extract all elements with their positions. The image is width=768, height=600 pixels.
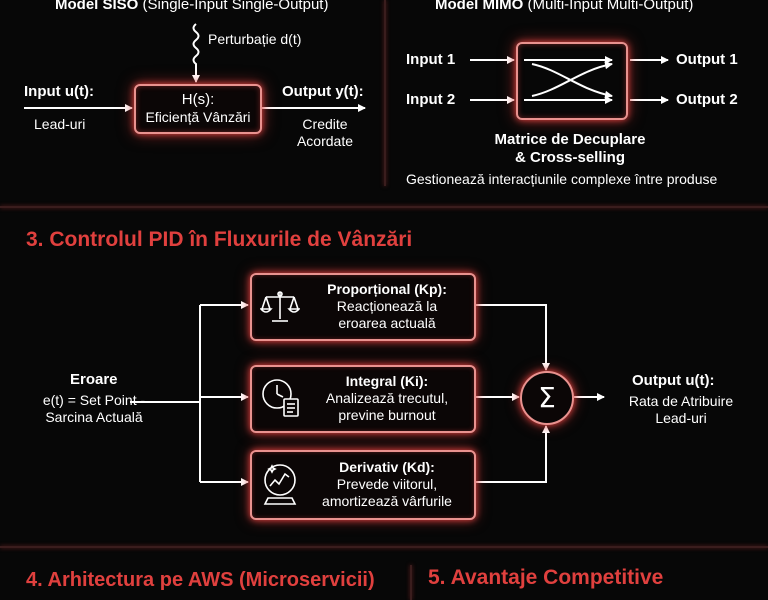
- aws-section-title: 4. Arhitectura pe AWS (Microservicii): [26, 569, 375, 591]
- crystal-ball-icon: [263, 464, 297, 505]
- section-divider-horizontal-2: [0, 546, 768, 548]
- pid-d-desc: Prevede viitorul, amortizează vârfurile: [304, 476, 470, 510]
- siso-title-line: Model SISO (Single-Input Single-Output): [55, 0, 328, 14]
- pid-summation-node: Σ: [520, 371, 574, 425]
- siso-disturbance-label: Perturbație d(t): [208, 31, 302, 47]
- p-to-sum-arrow: [476, 304, 550, 371]
- pid-p-desc-line1: Reacționează la: [336, 298, 438, 314]
- disturbance-squiggle: [192, 23, 200, 83]
- pid-output-desc-line1: Rata de Atribuire: [628, 393, 734, 409]
- siso-title: Model SISO: [55, 0, 139, 13]
- mimo-matrix-desc: Gestionează interacțiunile complexe într…: [406, 171, 718, 187]
- d-to-sum-arrow: [476, 425, 550, 483]
- pid-error-label: Eroare: [70, 371, 118, 388]
- siso-subtitle: (Single-Input Single-Output): [142, 0, 329, 13]
- section-divider-vertical-top: [384, 0, 386, 186]
- clock-document-icon: [262, 379, 299, 417]
- siso-block-title: H(s):: [181, 91, 215, 108]
- advantages-section-title: 5. Avantaje Competitive: [428, 566, 664, 589]
- section-divider-vertical-bottom: [410, 565, 412, 600]
- mimo-subtitle: (Multi-Input Multi-Output): [527, 0, 694, 13]
- section-divider-horizontal-1: [0, 206, 768, 208]
- pid-i-desc-line1: Analizează trecutul,: [325, 390, 449, 406]
- siso-output-label: Output y(t):: [282, 83, 364, 100]
- mimo-matrix-block: [516, 42, 628, 120]
- siso-input-label: Input u(t):: [24, 83, 94, 100]
- mimo-input2-label: Input 2: [406, 91, 456, 108]
- pid-i-title: Integral (Ki):: [345, 373, 429, 389]
- sum-symbol: Σ: [538, 381, 556, 414]
- mimo-output1-label: Output 1: [676, 51, 738, 68]
- pid-proportional-block: Proporțional (Kp): Reacționează la eroar…: [250, 273, 476, 341]
- pid-error-desc-line2: Sarcina Actuală: [45, 409, 143, 425]
- mimo-output2-label: Output 2: [676, 91, 738, 108]
- pid-output-label: Output u(t):: [632, 372, 715, 389]
- pid-d-desc-line2: amortizează vârfurile: [322, 493, 452, 509]
- pid-section-title: 3. Controlul PID în Fluxurile de Vânzări: [26, 228, 413, 251]
- mimo-matrix-title-line2: & Cross-selling: [514, 149, 626, 166]
- pid-d-desc-line1: Prevede viitorul,: [336, 476, 438, 492]
- mimo-input1-label: Input 1: [406, 51, 456, 68]
- pid-p-desc-line2: eroarea actuală: [338, 315, 436, 331]
- siso-output-desc-line1: Credite: [302, 116, 348, 132]
- pid-output-desc: Rata de Atribuire Lead-uri: [606, 393, 756, 427]
- mimo-matrix-title-line1: Matrice de Decuplare: [494, 131, 646, 148]
- pid-error-desc: e(t) = Set Point - Sarcina Actuală: [20, 392, 168, 426]
- pid-p-desc: Reacționează la eroarea actuală: [304, 298, 470, 332]
- mimo-title-line: Model MIMO (Multi-Input Multi-Output): [435, 0, 693, 14]
- scales-icon: [260, 291, 300, 322]
- pid-d-title: Derivativ (Kd):: [339, 459, 435, 475]
- pid-p-title: Proporțional (Kp):: [327, 281, 447, 297]
- mimo-crossing-lines: [524, 56, 613, 104]
- siso-transfer-block: H(s): Eficiență Vânzări: [134, 84, 262, 134]
- pid-i-desc: Analizează trecutul, previne burnout: [304, 390, 470, 424]
- mimo-matrix-title: Matrice de Decuplare & Cross-selling: [470, 131, 670, 167]
- siso-input-desc: Lead-uri: [34, 116, 86, 132]
- siso-output-desc-line2: Acordate: [296, 133, 354, 149]
- pid-derivative-block: Derivativ (Kd): Prevede viitorul, amorti…: [250, 450, 476, 520]
- siso-block-desc: Eficiență Vânzări: [145, 109, 251, 125]
- pid-integral-block: Integral (Ki): Analizează trecutul, prev…: [250, 365, 476, 433]
- pid-error-desc-line1: e(t) = Set Point -: [42, 392, 146, 408]
- mimo-title: Model MIMO: [435, 0, 524, 13]
- siso-output-desc: Credite Acordate: [282, 116, 368, 150]
- pid-i-desc-line2: previne burnout: [338, 407, 436, 423]
- pid-output-desc-line2: Lead-uri: [655, 410, 707, 426]
